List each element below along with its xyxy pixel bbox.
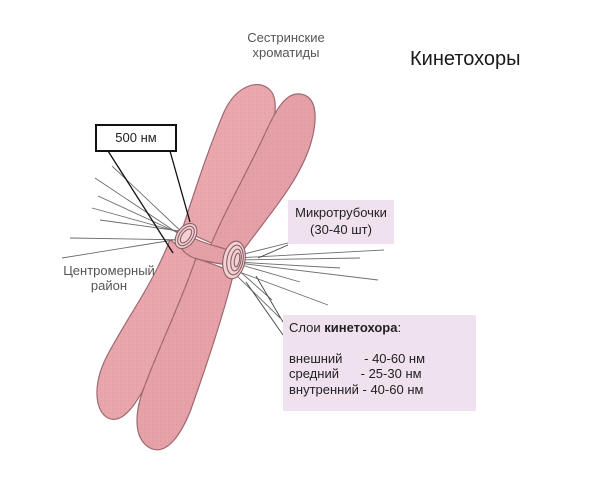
diagram-title: Кинетохоры [410, 48, 521, 70]
layers-heading-prefix: Слои [289, 320, 325, 335]
layer-value: - 40-60 нм [364, 350, 426, 366]
layer-row-middle: средний - 25-30 нм [289, 366, 476, 382]
kinetochore-left [174, 222, 198, 250]
microtubules-right [232, 239, 385, 319]
centromere-line-2: район [90, 278, 128, 293]
layer-value: - 25-30 нм [360, 366, 422, 381]
layer-value: - 40-60 нм [362, 381, 424, 397]
layer-gap [339, 366, 361, 381]
layer-row-inner: внутренний - 40-60 нм [289, 382, 476, 398]
chromatid-texture [96, 84, 316, 450]
layers-heading-bold: кинетохора [324, 320, 398, 335]
scale-label: 500 нм [95, 124, 177, 152]
layer-name: средний [289, 366, 339, 381]
microtubules-label: Микротрубочки (30-40 шт) [288, 200, 394, 244]
centromere-label: Центромерный район [44, 263, 174, 293]
microtubules-line-1: Микротрубочки [295, 205, 387, 220]
kinetochore-layers-box: Слои кинетохора: внешний - 40-60 нм сред… [283, 315, 476, 411]
leader-lines-thin [245, 244, 289, 336]
layer-name: внутренний [289, 381, 359, 397]
microtubules-line-2: (30-40 шт) [310, 222, 372, 237]
layers-heading: Слои кинетохора: [289, 320, 476, 336]
kinetochore-right [222, 240, 246, 280]
sister-line-2: хроматиды [252, 45, 320, 60]
layer-gap [342, 351, 364, 366]
leader-lines [107, 150, 191, 254]
centromere-line-1: Центромерный [63, 263, 155, 278]
layer-row-outer: внешний - 40-60 нм [289, 351, 476, 367]
sister-line-1: Сестринские [247, 30, 325, 45]
layers-heading-suffix: : [397, 320, 402, 335]
layer-name: внешний [289, 350, 343, 366]
sister-chromatids-label: Сестринские хроматиды [226, 30, 346, 60]
